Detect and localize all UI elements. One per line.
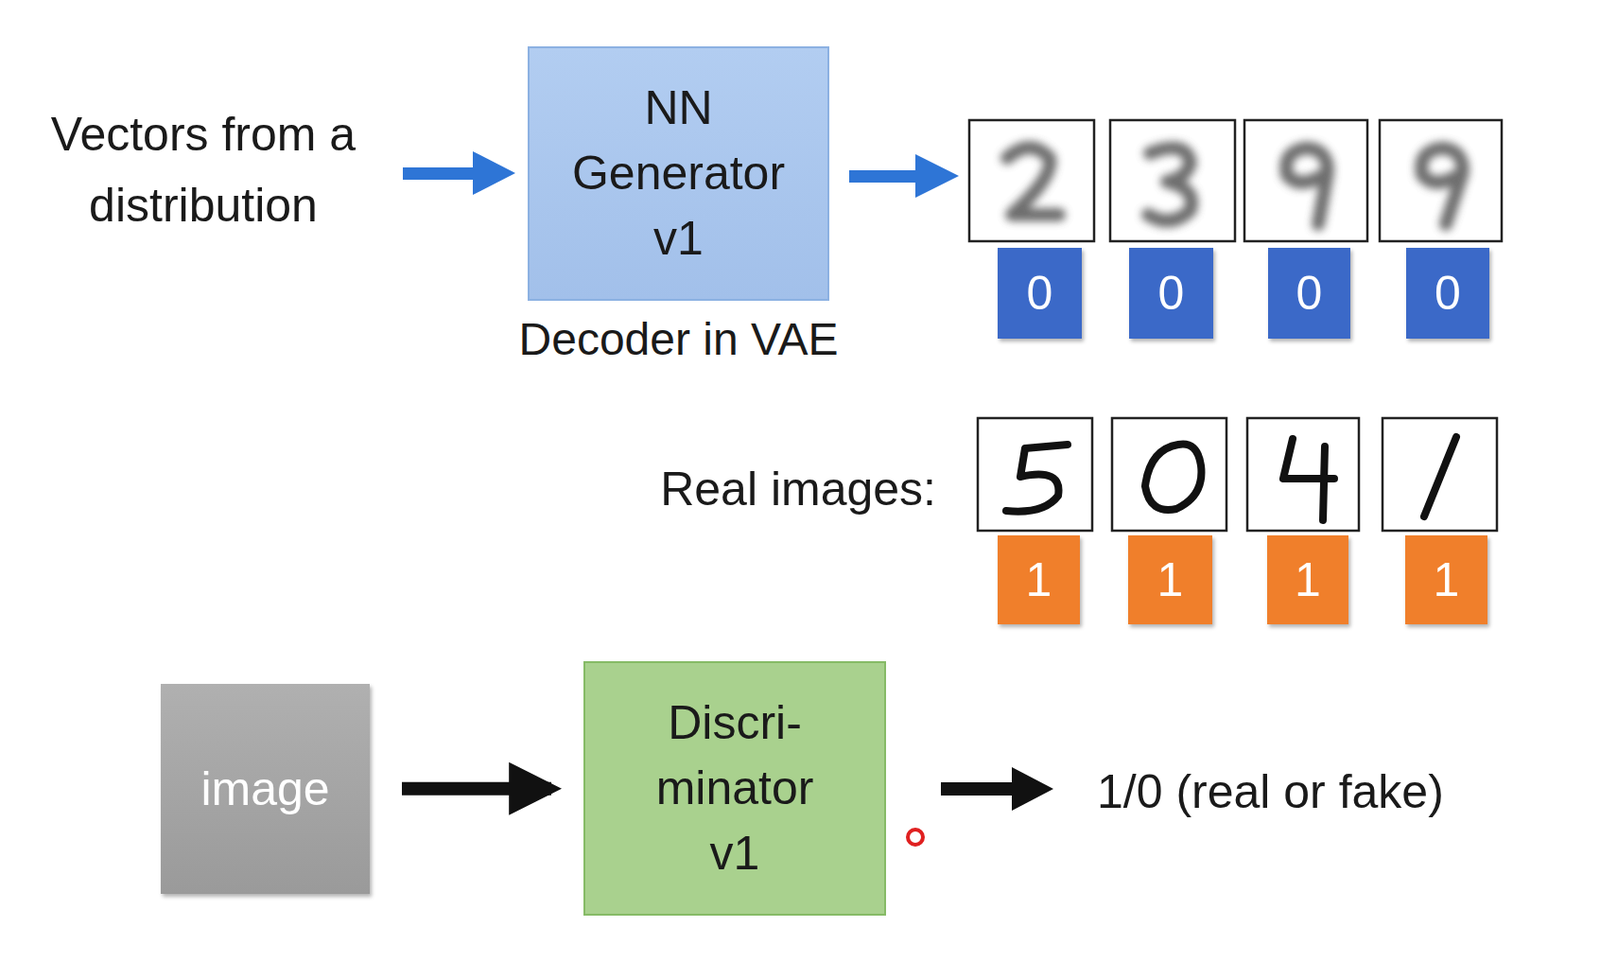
fake-label-box: 0 <box>997 247 1082 339</box>
handwritten-digit <box>1006 436 1457 521</box>
fake-label-box: 0 <box>1268 247 1351 339</box>
node-text: 1 <box>1157 547 1184 613</box>
real-label-box: 1 <box>1128 535 1213 625</box>
node-text: image <box>200 756 330 822</box>
node-caption: Decoder in VAE <box>519 312 839 367</box>
node-text: 0 <box>1434 260 1461 327</box>
node-text: NN Generator v1 <box>570 75 788 272</box>
fake-label-box: 0 <box>1129 247 1214 339</box>
real-image <box>977 417 1497 531</box>
black-arrow <box>940 766 1054 811</box>
output-label: 1/0 (real or fake) <box>1096 756 1570 828</box>
node-text: Discri- minator v1 <box>635 690 835 887</box>
discriminator-box: Discri- minator v1 <box>583 660 887 916</box>
cursor-dot <box>907 829 923 845</box>
real-images-label: Real images: <box>605 453 937 525</box>
generated-image <box>969 120 1502 242</box>
real-label-box: 1 <box>1267 535 1349 625</box>
node-text: 1 <box>1294 547 1322 613</box>
real-label-box: 1 <box>997 535 1080 625</box>
input-label: Vectors from a distribution <box>28 99 379 242</box>
node-text: 1 <box>1026 547 1053 613</box>
node-text: 0 <box>1158 260 1185 327</box>
node-text: 0 <box>1026 260 1054 327</box>
fake-label-box: 0 <box>1406 247 1490 339</box>
generator-box: NN Generator v1Decoder in VAE <box>527 46 830 301</box>
connector-arrow <box>401 782 552 796</box>
blurry-digit <box>1007 147 1463 225</box>
image-box: image <box>160 683 370 894</box>
node-text: 0 <box>1296 260 1323 327</box>
node-text: 1 <box>1433 547 1461 613</box>
real-label-box: 1 <box>1405 535 1488 625</box>
